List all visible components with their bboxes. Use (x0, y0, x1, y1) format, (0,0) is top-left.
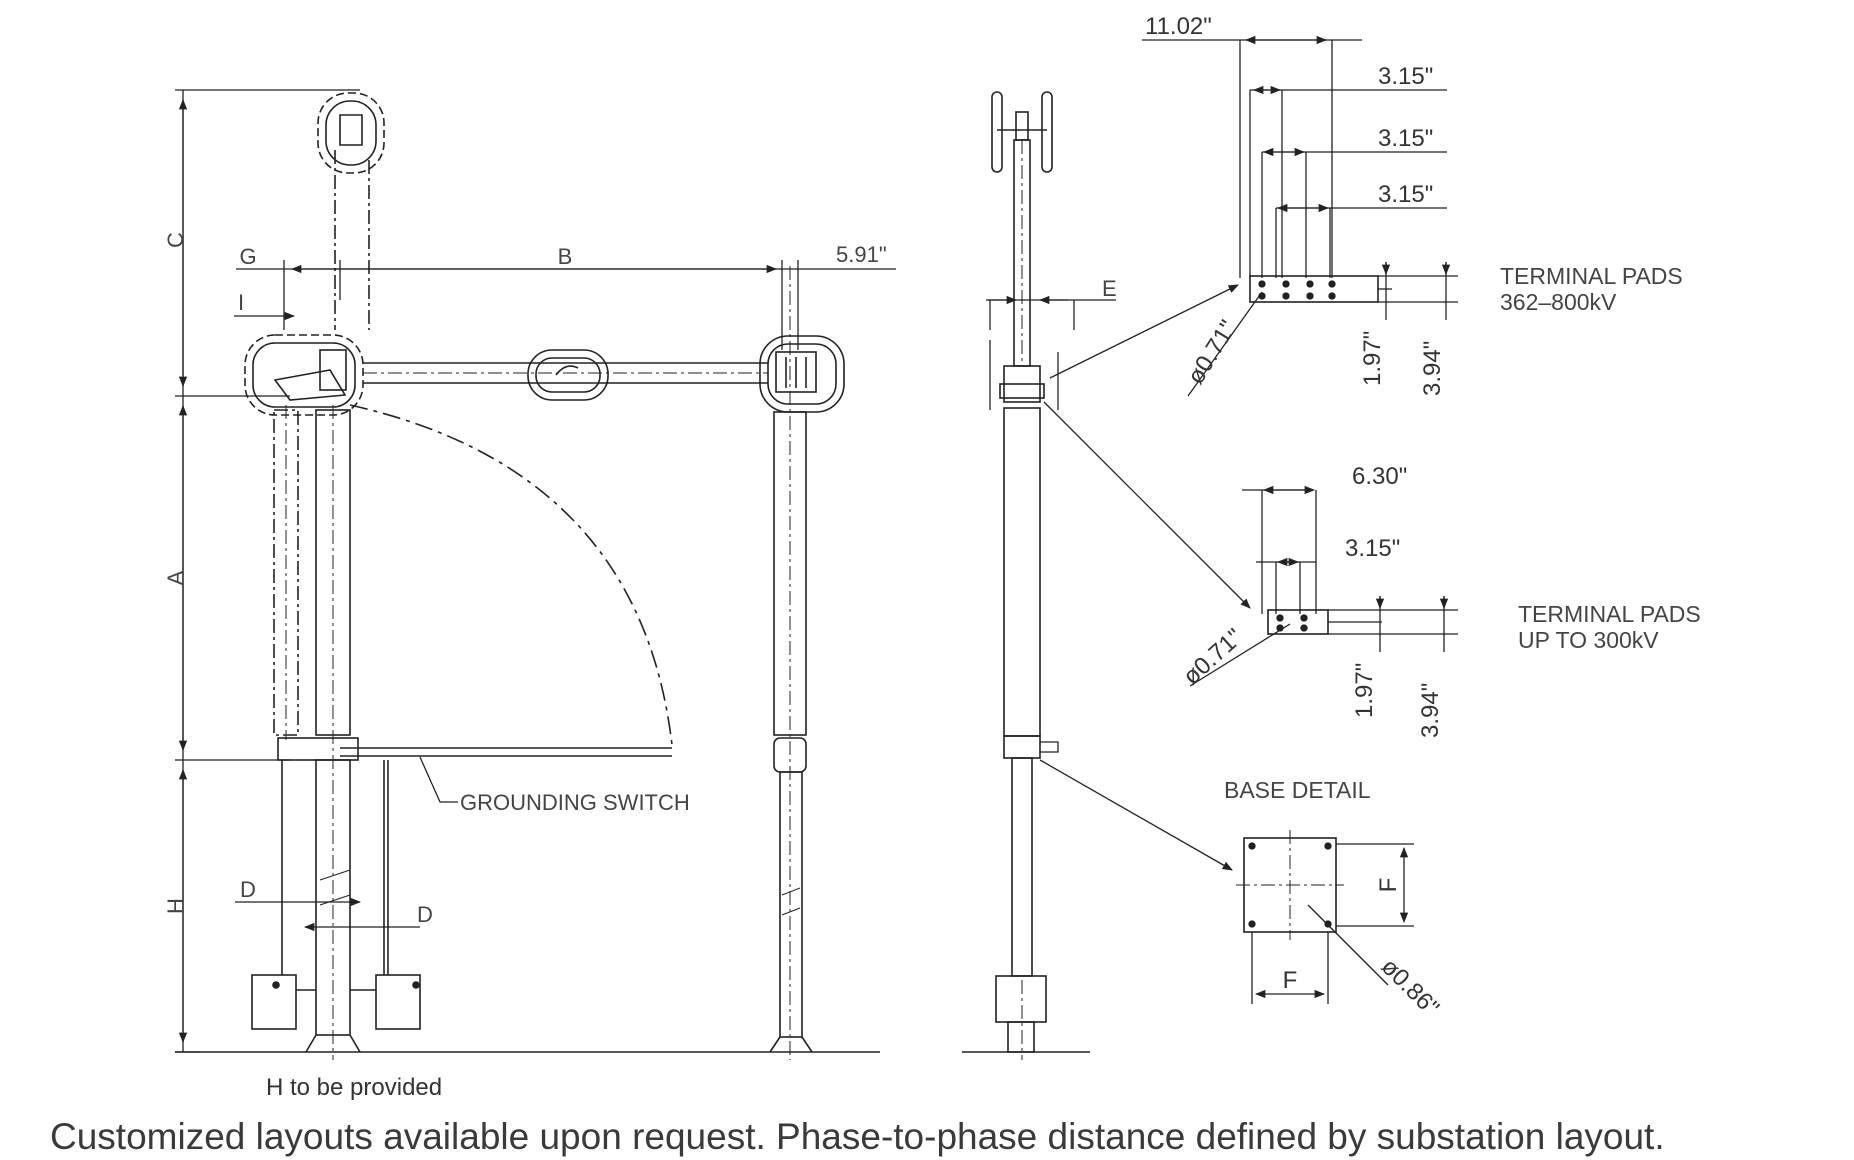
base-f-vertical: F (1375, 878, 1402, 893)
dimension-d (235, 897, 420, 932)
pad-low-w-total: 6.30" (1352, 463, 1407, 490)
pad-plate-low (1267, 609, 1329, 635)
front-view-labels: C A H G B 5.91" I D D GROUNDING SWITCH (163, 232, 887, 927)
pad-high-h2: 3.94" (1419, 341, 1446, 396)
front-view (175, 89, 896, 1060)
base-hole: ø0.86" (1376, 953, 1445, 1022)
footer-note: Customized layouts available upon reques… (50, 1116, 1665, 1157)
pad-high-title-2: 362–800kV (1500, 289, 1617, 315)
pad-low-h2: 3.94" (1417, 683, 1444, 738)
terminal-pads-high-labels: 11.02" 3.15" 3.15" 3.15" ø0.71" 1.97" 3.… (1145, 13, 1683, 396)
vertical-dimension-stack (175, 89, 360, 1053)
detail-leaders (1039, 284, 1251, 871)
pad-plate-high (1249, 275, 1379, 303)
base-detail-labels: BASE DETAIL F F ø0.86" (1224, 777, 1444, 1022)
dim-label-b: B (558, 244, 573, 269)
side-view (962, 91, 1251, 1060)
horizontal-blade (363, 349, 768, 401)
base-f-horizontal: F (1283, 967, 1298, 994)
pad-high-h1: 1.97" (1359, 331, 1386, 386)
insulator-columns (273, 266, 807, 1060)
dimension-e (986, 295, 1116, 330)
dim-label-d-right: D (417, 902, 433, 927)
pad-low-title-1: TERMINAL PADS (1518, 601, 1701, 627)
pad-high-w2: 3.15" (1378, 125, 1433, 152)
dimension-b (234, 260, 896, 350)
side-base (1003, 735, 1041, 759)
dim-label-e: E (1102, 276, 1117, 301)
pad-high-hole: ø0.71" (1182, 316, 1242, 390)
side-pivot (989, 340, 1059, 410)
vertical-blade-top (317, 92, 385, 330)
grounding-switch-leader (419, 756, 458, 803)
right-contact-head (759, 335, 845, 413)
dim-label-i: I (238, 290, 244, 315)
pad-high-w3: 3.15" (1378, 181, 1433, 208)
operating-mechanisms (251, 974, 421, 1030)
dim-label-d-left: D (240, 877, 256, 902)
left-pivot-head (244, 334, 364, 416)
side-mechanism (995, 975, 1047, 1023)
pad-low-h1: 1.97" (1351, 663, 1378, 718)
grounding-switch-arc (349, 404, 673, 746)
terminal-pads-low-labels: 6.30" 3.15" ø0.71" 1.97" 3.94" TERMINAL … (1178, 463, 1701, 738)
grounding-switch-label: GROUNDING SWITCH (460, 790, 690, 815)
dim-label-g: G (239, 244, 256, 269)
side-insulator (1003, 407, 1041, 737)
terminal-pads-low (1189, 485, 1458, 687)
base-detail-title: BASE DETAIL (1224, 777, 1371, 803)
pad-low-w1: 3.15" (1345, 535, 1400, 562)
terminal-pads-high (1142, 35, 1458, 397)
pad-low-title-2: UP TO 300kV (1518, 627, 1659, 653)
pad-high-w-total: 11.02" (1145, 13, 1212, 40)
h-note: H to be provided (266, 1074, 443, 1101)
dim-label-c: C (163, 232, 188, 248)
pad-high-w1: 3.15" (1378, 63, 1433, 90)
dim-label-h: H (163, 898, 188, 914)
support-pedestals (277, 737, 813, 1053)
pad-high-title-1: TERMINAL PADS (1500, 263, 1683, 289)
dim-label-591: 5.91" (836, 242, 887, 267)
base-detail (1236, 830, 1414, 1004)
dim-label-a: A (163, 570, 188, 585)
